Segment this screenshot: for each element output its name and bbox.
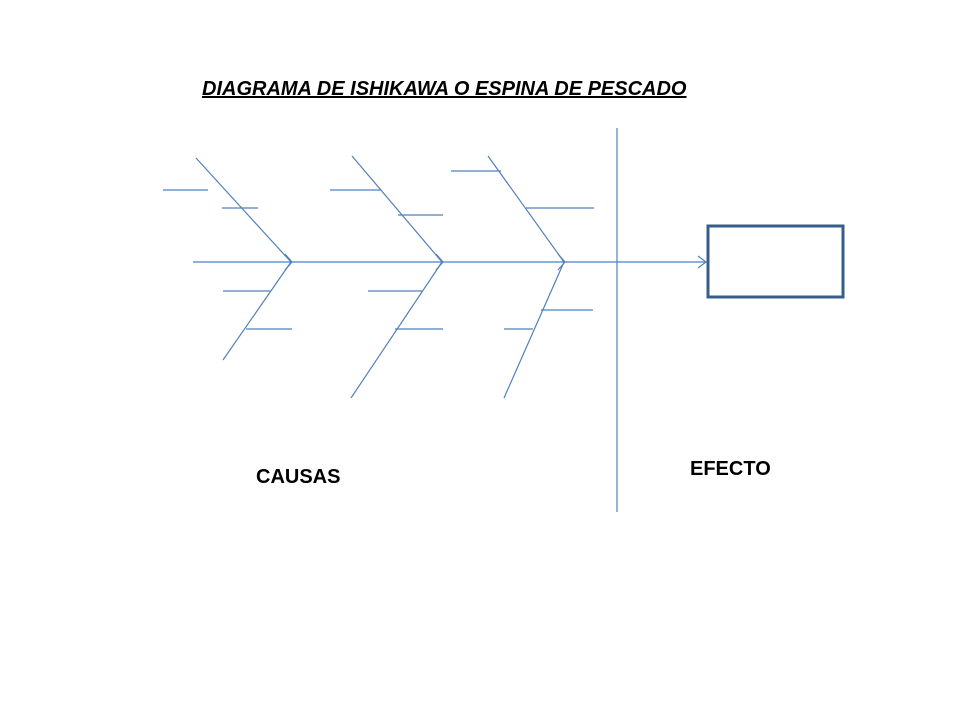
bone-1-arrowhead [284,253,293,271]
bone-group-2 [330,155,444,399]
bone-3-arrowhead [557,253,566,271]
diagram-title: DIAGRAMA DE ISHIKAWA O ESPINA DE PESCADO [202,78,687,100]
lower-bone-1 [222,261,292,361]
lower-bone-2 [350,261,443,399]
upper-bone-1 [195,157,292,263]
upper-bone-2 [351,155,443,263]
bone-group-1 [163,157,293,361]
lower-bone-3 [503,261,565,399]
bone-group-3 [451,155,594,399]
causes-label: CAUSAS [256,466,341,488]
bone-2-arrowhead [435,253,444,271]
effect-box [706,224,845,299]
upper-bone-3 [487,155,565,263]
spine-arrowhead [697,255,707,269]
effect-label: EFECTO [690,458,771,480]
